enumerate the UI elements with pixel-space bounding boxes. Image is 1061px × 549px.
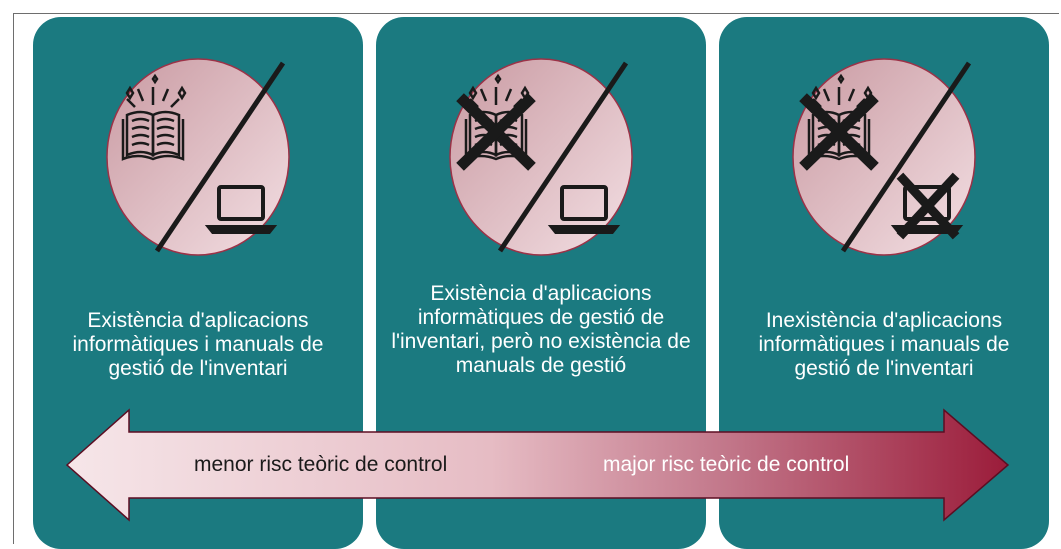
cross-icon xyxy=(799,93,879,171)
status-circle xyxy=(105,57,291,257)
laptop-icon xyxy=(547,185,621,234)
laptop-icon xyxy=(204,185,278,234)
cross-icon xyxy=(456,93,536,171)
panel-description: Existència d'aplicacions informàtiques d… xyxy=(391,282,691,377)
cross-icon xyxy=(896,172,960,240)
status-circle xyxy=(791,57,977,257)
panel-description: Existència d'aplicacions informàtiques i… xyxy=(72,309,324,380)
higher-risk-label: major risc teòric de control xyxy=(603,453,850,476)
lower-risk-label: menor risc teòric de control xyxy=(194,453,448,476)
diagram-frame xyxy=(13,13,1059,544)
panel-description: Inexistència d'aplicacions informàtiques… xyxy=(758,309,1010,380)
book-icon xyxy=(121,73,187,161)
risk-arrow: menor risc teòric de control major risc … xyxy=(64,405,1012,525)
status-circle xyxy=(448,57,634,257)
